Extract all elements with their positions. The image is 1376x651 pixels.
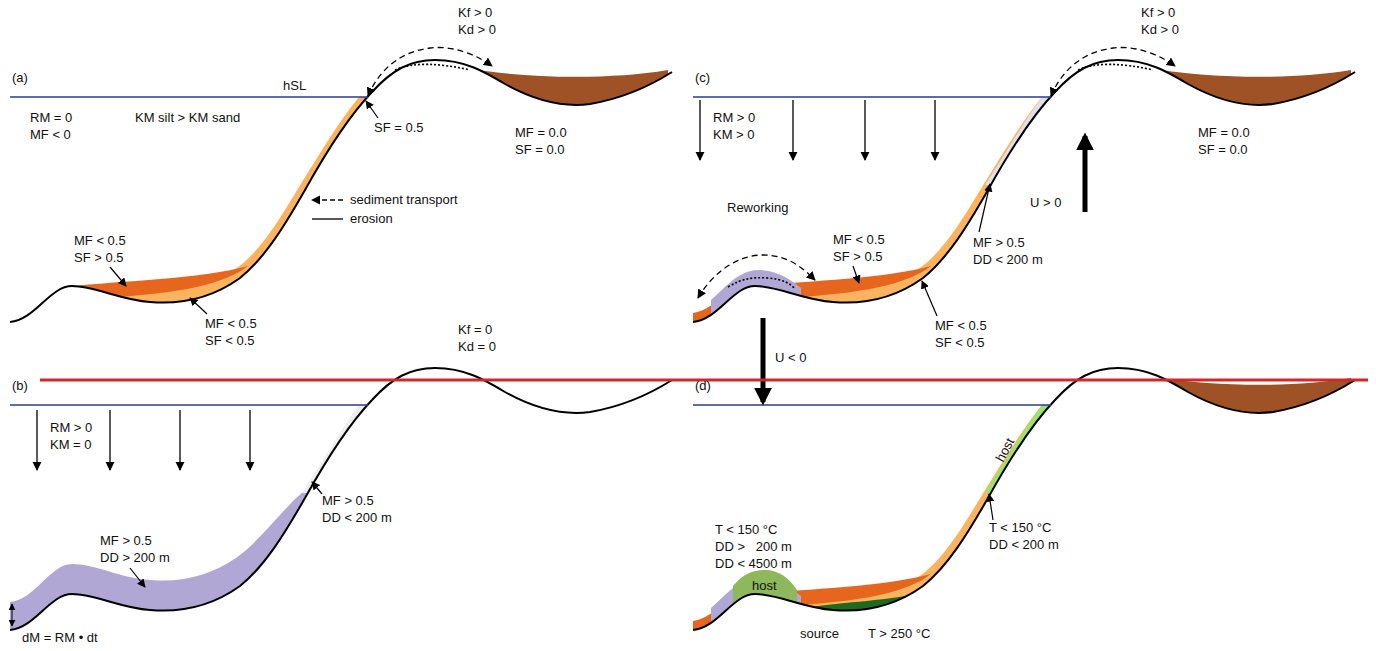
- annotation-label: SF > 0.5: [833, 249, 883, 265]
- leader-arrow: [312, 482, 322, 494]
- annotation-label: DD < 200 m: [322, 510, 392, 526]
- annotation-label: Kf = 0: [458, 322, 492, 338]
- ground-mask: [693, 60, 1355, 430]
- legend-sample-line: [312, 218, 343, 219]
- annotation-label: U > 0: [1030, 195, 1061, 211]
- annotation-label: MF > 0.5: [973, 235, 1025, 251]
- annotation-label: Kd > 0: [1141, 22, 1179, 38]
- annotation-label: SF < 0.5: [205, 333, 255, 349]
- annotation-label: (c): [695, 70, 710, 86]
- transport-arrow: [1051, 47, 1175, 96]
- panel-d: [693, 368, 1355, 651]
- reworking-arrow: [698, 255, 815, 298]
- sea-level: [10, 404, 368, 406]
- annotation-label: host: [752, 578, 777, 594]
- annotation-label: MF < 0: [30, 127, 71, 143]
- terrain-line: [693, 60, 1355, 322]
- annotation-label: MF > 0.5: [100, 533, 152, 549]
- leader-arrow: [979, 184, 990, 232]
- annotation-label: KM silt > KM sand: [135, 110, 240, 126]
- annotation-label: RM > 0: [713, 110, 755, 126]
- transport-arrow: [368, 47, 492, 96]
- ground-mask: [10, 60, 672, 430]
- leader-arrow: [110, 267, 126, 286]
- annotation-label: (a): [12, 70, 28, 86]
- annotation-label: MF = 0.0: [515, 125, 567, 141]
- ground-mask: [693, 368, 1355, 651]
- annotation-label: SF = 0.5: [374, 120, 424, 136]
- annotation-label: RM = 0: [30, 110, 72, 126]
- annotation-label: RM > 0: [50, 420, 92, 436]
- annotation-label: T < 150 °C: [715, 522, 777, 538]
- annotation-label: DD < 200 m: [973, 252, 1043, 268]
- panel-c: [693, 47, 1355, 430]
- subsidence-arrows: [37, 410, 250, 470]
- panel-b: [10, 368, 672, 651]
- annotation-label: Kf > 0: [458, 5, 492, 21]
- erosion-line: [1078, 64, 1153, 70]
- annotation-label: (d): [695, 378, 711, 394]
- terrain-line: [10, 60, 672, 322]
- annotation-label: SF > 0.5: [74, 250, 124, 266]
- erosion-line: [395, 64, 470, 70]
- annotation-label: Kd > 0: [458, 22, 496, 38]
- sea-level: [693, 404, 1051, 406]
- leader-arrow: [922, 281, 937, 316]
- annotation-label: (b): [12, 378, 28, 394]
- leader-arrow: [130, 568, 145, 587]
- annotation-label: hSL: [283, 78, 306, 94]
- leader-arrow: [989, 494, 993, 520]
- leader-arrow: [366, 101, 378, 118]
- annotation-label: KM = 0: [50, 437, 92, 453]
- sea-level: [693, 96, 1051, 98]
- ground-mask: [10, 368, 672, 651]
- annotation-label: source: [800, 626, 839, 642]
- uplift-arrow: [1083, 136, 1088, 212]
- annotation-label: DD > 200 m: [100, 550, 170, 566]
- annotation-label: KM > 0: [713, 127, 755, 143]
- annotation-label: Kd = 0: [458, 339, 496, 355]
- terrain-line: [693, 368, 1355, 630]
- subsidence-arrow: [761, 318, 766, 402]
- thickness-arrow: [12, 604, 13, 626]
- annotation-label: dM = RM • dt: [22, 630, 98, 646]
- annotation-label: MF > 0.5: [322, 493, 374, 509]
- subsidence-arrows: [700, 100, 935, 160]
- erosion-line: [728, 278, 795, 289]
- annotation-label: DD < 200 m: [989, 537, 1059, 553]
- annotation-label: MF < 0.5: [833, 232, 885, 248]
- terrain-line: [10, 368, 672, 630]
- annotation-label: SF = 0.0: [515, 142, 565, 158]
- annotation-label: T > 250 °C: [868, 626, 930, 642]
- legend-label: erosion: [350, 211, 393, 227]
- annotation-label: MF < 0.5: [935, 318, 987, 334]
- annotation-label: T < 150 °C: [989, 520, 1051, 536]
- legend-label: sediment transport: [350, 192, 458, 208]
- annotation-label: DD < 4500 m: [715, 556, 792, 572]
- annotation-label: DD > 200 m: [715, 539, 792, 555]
- annotation-label: U < 0: [775, 350, 806, 366]
- leader-arrow: [190, 298, 207, 314]
- legend-sample-dashed: [312, 199, 343, 200]
- annotation-label: MF < 0.5: [205, 316, 257, 332]
- annotation-label: MF < 0.5: [74, 233, 126, 249]
- sea-level: [10, 96, 368, 98]
- annotation-label: MF = 0.0: [1198, 125, 1250, 141]
- leader-arrow: [853, 266, 859, 283]
- annotation-label: Kf > 0: [1141, 5, 1175, 21]
- annotation-label: SF = 0.0: [1198, 142, 1248, 158]
- panel-a: [10, 47, 672, 430]
- annotation-label: SF < 0.5: [935, 335, 985, 351]
- annotation-label: Reworking: [727, 200, 788, 216]
